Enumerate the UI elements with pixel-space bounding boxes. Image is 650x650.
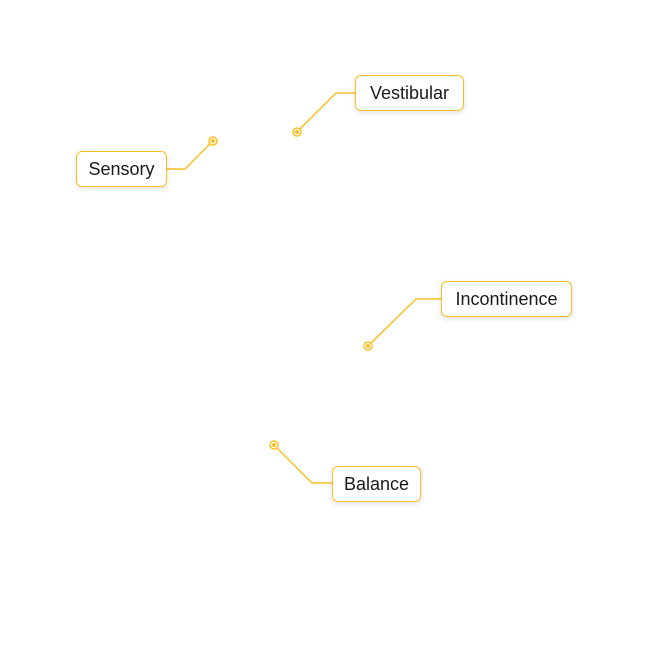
sensory-leader-line (167, 140, 214, 170)
balance-leader-line (273, 444, 333, 484)
balance-marker-dot (272, 443, 276, 447)
incontinence-leader-line (367, 298, 442, 347)
sensory-connector (167, 136, 218, 170)
sensory-marker-dot (211, 139, 215, 143)
vestibular-leader-line (296, 92, 356, 133)
incontinence-label: Incontinence (441, 281, 572, 317)
balance-connector (269, 440, 333, 484)
balance-label: Balance (332, 466, 421, 502)
incontinence-marker-dot (366, 344, 370, 348)
incontinence-connector (363, 298, 442, 351)
vestibular-connector (292, 92, 356, 137)
vestibular-label: Vestibular (355, 75, 464, 111)
vestibular-marker-dot (295, 130, 299, 134)
sensory-label: Sensory (76, 151, 167, 187)
